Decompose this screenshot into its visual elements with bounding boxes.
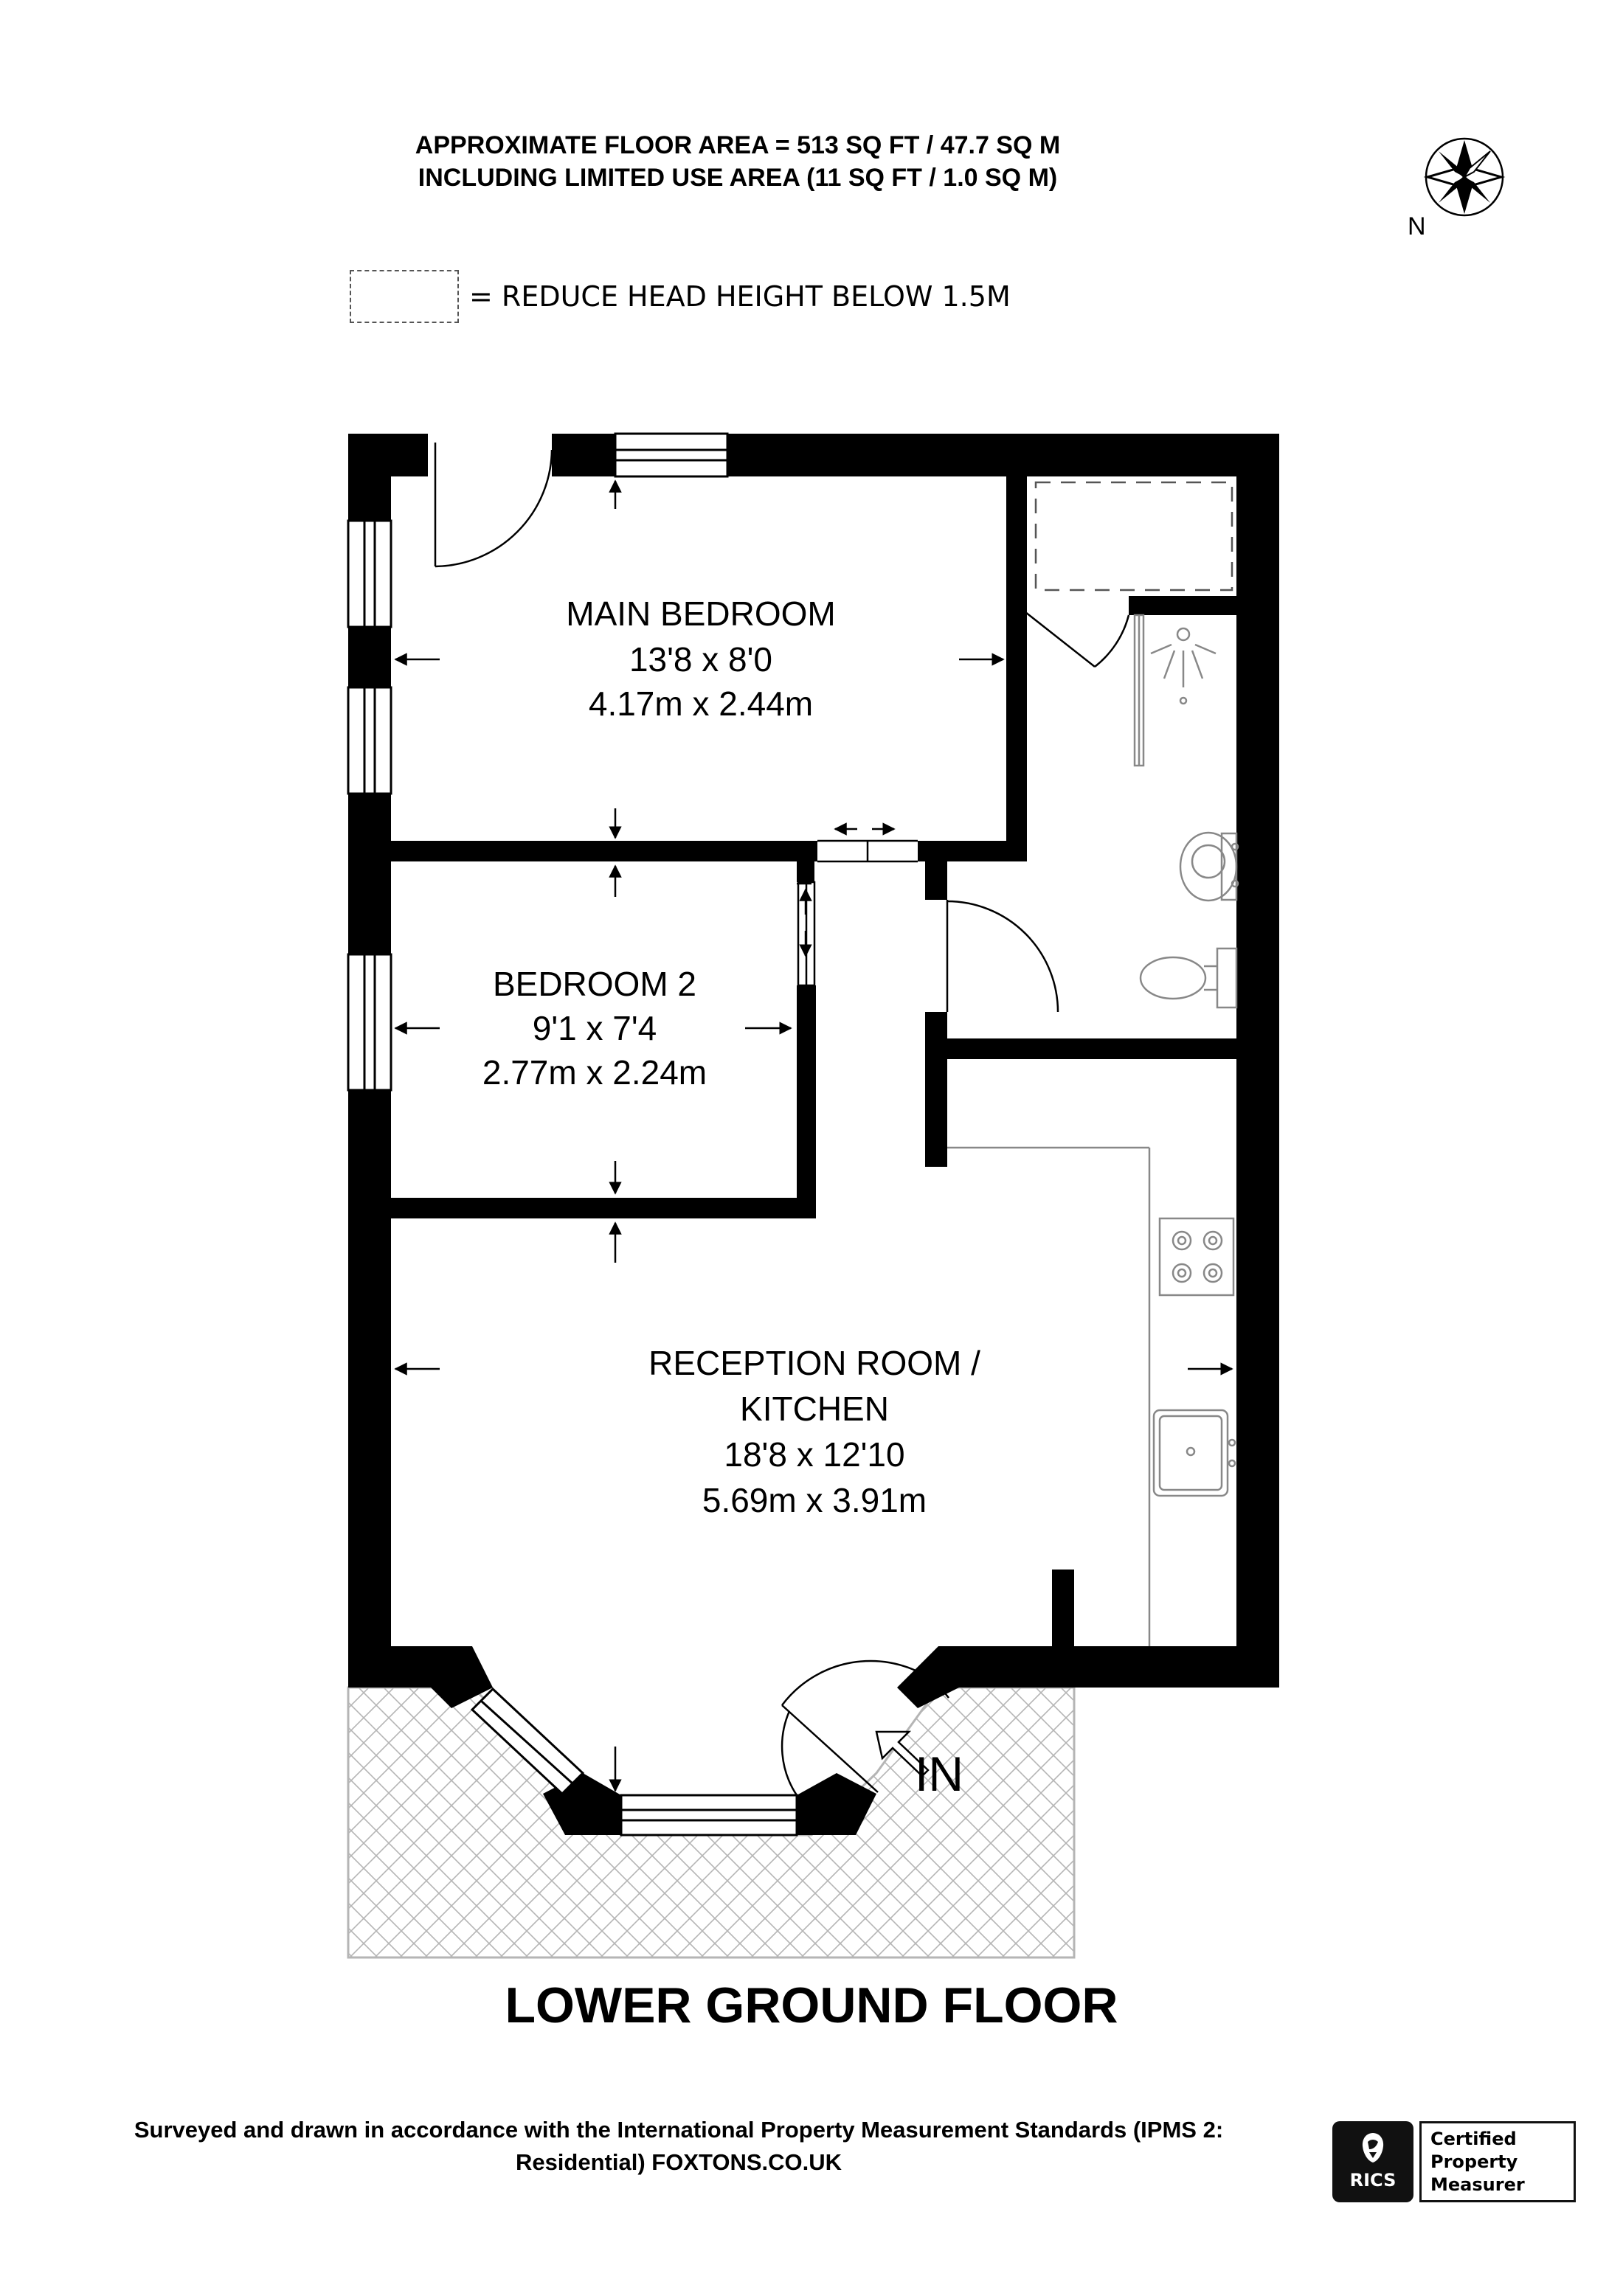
bathroom-fixtures	[1034, 481, 1239, 1009]
compass-rose-icon	[1423, 137, 1506, 217]
kitchen-fixtures	[947, 1146, 1236, 1646]
cert-line2: Property	[1430, 2151, 1518, 2172]
survey-footer-line2: Residential) FOXTONS.CO.UK	[515, 2149, 842, 2175]
certified-measurer-box: Certified Property Measurer	[1419, 2121, 1576, 2202]
legend-text: = REDUCE HEAD HEIGHT BELOW 1.5M	[469, 280, 1011, 313]
survey-footer-line1: Surveyed and drawn in accordance with th…	[134, 2117, 1224, 2143]
reception-imperial: 18'8 x 12'10	[724, 1435, 904, 1474]
main-bedroom-name: MAIN BEDROOM	[566, 594, 835, 633]
rics-badge: RICS Certified Property Measurer	[1332, 2121, 1576, 2202]
bay-window-left	[470, 1687, 585, 1796]
walls	[348, 434, 1279, 1688]
bedroom-2-metric: 2.77m x 2.24m	[482, 1053, 707, 1092]
dimension-arrows	[394, 479, 1233, 1792]
main-bedroom-metric: 4.17m x 2.44m	[589, 684, 813, 723]
main-bedroom-imperial: 13'8 x 8'0	[629, 640, 772, 679]
floor-title: LOWER GROUND FLOOR	[505, 1977, 1118, 2033]
cert-line3: Measurer	[1430, 2174, 1525, 2195]
windows	[347, 432, 729, 1092]
cert-line1: Certified	[1430, 2129, 1517, 2149]
bay-window-front	[620, 1794, 798, 1837]
bedroom-2-name: BEDROOM 2	[493, 965, 696, 1003]
reception-metric: 5.69m x 3.91m	[702, 1481, 927, 1519]
rics-logo: RICS	[1332, 2121, 1413, 2202]
rics-lion-icon	[1362, 2133, 1384, 2163]
entrance-label: IN	[915, 1747, 963, 1801]
doors	[434, 443, 1130, 1796]
bedroom-2-imperial: 9'1 x 7'4	[533, 1009, 657, 1047]
compass-north-label: N	[1408, 212, 1426, 240]
floor-area-heading: APPROXIMATE FLOOR AREA = 513 SQ FT / 47.…	[415, 131, 1061, 159]
rics-logo-text: RICS	[1349, 2170, 1397, 2191]
limited-use-area-heading: INCLUDING LIMITED USE AREA (11 SQ FT / 1…	[418, 164, 1058, 192]
survey-footer: Surveyed and drawn in accordance with th…	[44, 2114, 1313, 2179]
legend-dashed-box	[350, 270, 459, 323]
reception-name-line2: KITCHEN	[740, 1390, 889, 1428]
reception-name-line1: RECEPTION ROOM /	[648, 1344, 980, 1382]
entrance-arrow-icon	[875, 1730, 930, 1778]
